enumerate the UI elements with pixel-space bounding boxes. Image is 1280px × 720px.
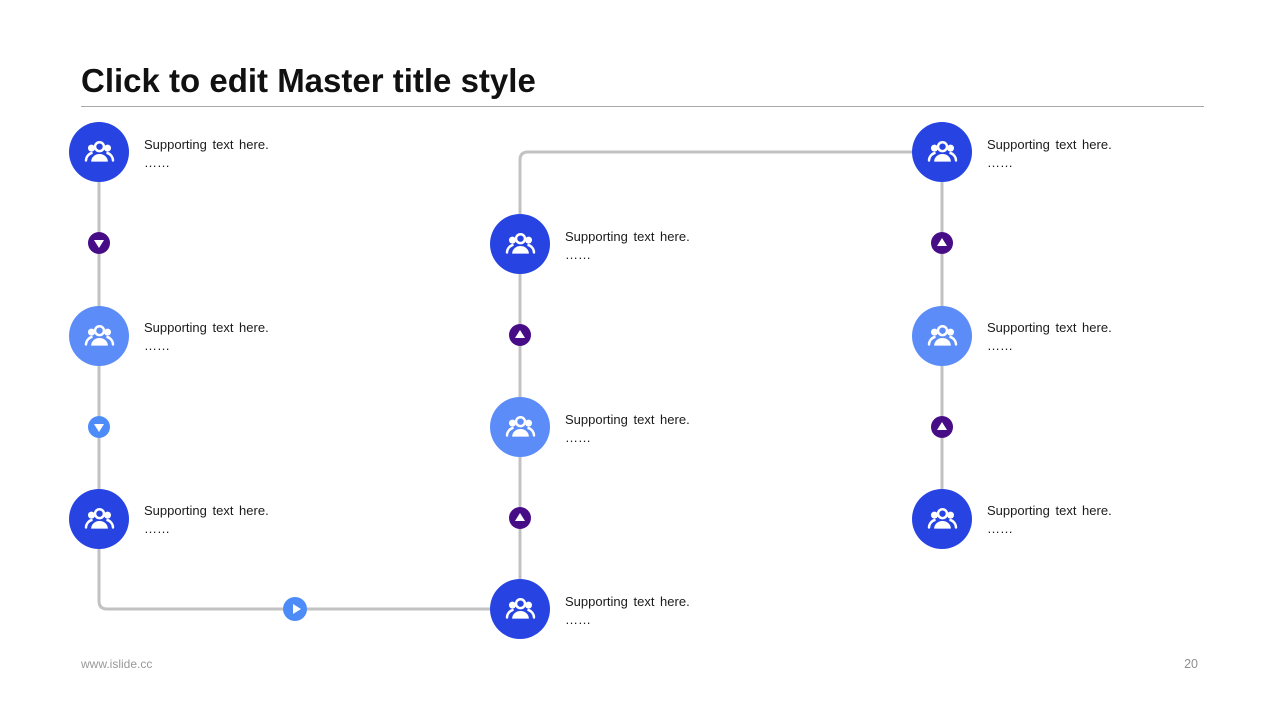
node-label: Supporting text here. …… bbox=[987, 319, 1112, 355]
node-center-middle bbox=[490, 397, 550, 457]
node-left-top bbox=[69, 122, 129, 182]
supporting-text: Supporting text here. bbox=[565, 412, 690, 427]
node-label: Supporting text here. …… bbox=[565, 228, 690, 264]
ellipsis-text: …… bbox=[565, 430, 591, 445]
footer-website: www.islide.cc bbox=[81, 657, 153, 671]
connector-path-left bbox=[97, 152, 520, 611]
node-label: Supporting text here. …… bbox=[987, 136, 1112, 172]
ellipsis-text: …… bbox=[987, 155, 1013, 170]
arrow-up-icon bbox=[509, 324, 531, 346]
arrow-up-icon bbox=[931, 416, 953, 438]
ellipsis-text: …… bbox=[565, 247, 591, 262]
supporting-text: Supporting text here. bbox=[144, 137, 269, 152]
people-group-icon bbox=[84, 507, 114, 529]
node-right-top bbox=[912, 122, 972, 182]
node-center-top bbox=[490, 214, 550, 274]
ellipsis-text: …… bbox=[144, 521, 170, 536]
arrow-up-icon bbox=[509, 507, 531, 529]
ellipsis-text: …… bbox=[144, 338, 170, 353]
ellipsis-text: …… bbox=[987, 521, 1013, 536]
people-group-icon bbox=[84, 324, 114, 346]
people-group-icon bbox=[505, 232, 535, 254]
supporting-text: Supporting text here. bbox=[987, 503, 1112, 518]
supporting-text: Supporting text here. bbox=[565, 229, 690, 244]
node-left-bottom bbox=[69, 489, 129, 549]
connector-path-center bbox=[518, 150, 942, 609]
ellipsis-text: …… bbox=[144, 155, 170, 170]
page-number: 20 bbox=[1184, 657, 1198, 671]
supporting-text: Supporting text here. bbox=[987, 137, 1112, 152]
supporting-text: Supporting text here. bbox=[565, 594, 690, 609]
ellipsis-text: …… bbox=[987, 338, 1013, 353]
arrow-down-icon bbox=[88, 416, 110, 438]
node-label: Supporting text here. …… bbox=[565, 593, 690, 629]
node-label: Supporting text here. …… bbox=[144, 319, 269, 355]
people-group-icon bbox=[927, 324, 957, 346]
node-label: Supporting text here. …… bbox=[144, 136, 269, 172]
arrow-up-icon bbox=[931, 232, 953, 254]
node-left-middle bbox=[69, 306, 129, 366]
arrow-down-icon bbox=[88, 232, 110, 254]
node-label: Supporting text here. …… bbox=[144, 502, 269, 538]
node-right-middle bbox=[912, 306, 972, 366]
ellipsis-text: …… bbox=[565, 612, 591, 627]
people-group-icon bbox=[505, 597, 535, 619]
supporting-text: Supporting text here. bbox=[144, 320, 269, 335]
arrow-right-icon bbox=[283, 597, 307, 621]
people-group-icon bbox=[84, 140, 114, 162]
node-label: Supporting text here. …… bbox=[565, 411, 690, 447]
slide-title: Click to edit Master title style bbox=[81, 62, 536, 99]
people-group-icon bbox=[927, 507, 957, 529]
people-group-icon bbox=[505, 415, 535, 437]
title-underline bbox=[81, 106, 1204, 107]
supporting-text: Supporting text here. bbox=[144, 503, 269, 518]
node-label: Supporting text here. …… bbox=[987, 502, 1112, 538]
node-center-bottom bbox=[490, 579, 550, 639]
people-group-icon bbox=[927, 140, 957, 162]
supporting-text: Supporting text here. bbox=[987, 320, 1112, 335]
node-right-bottom bbox=[912, 489, 972, 549]
